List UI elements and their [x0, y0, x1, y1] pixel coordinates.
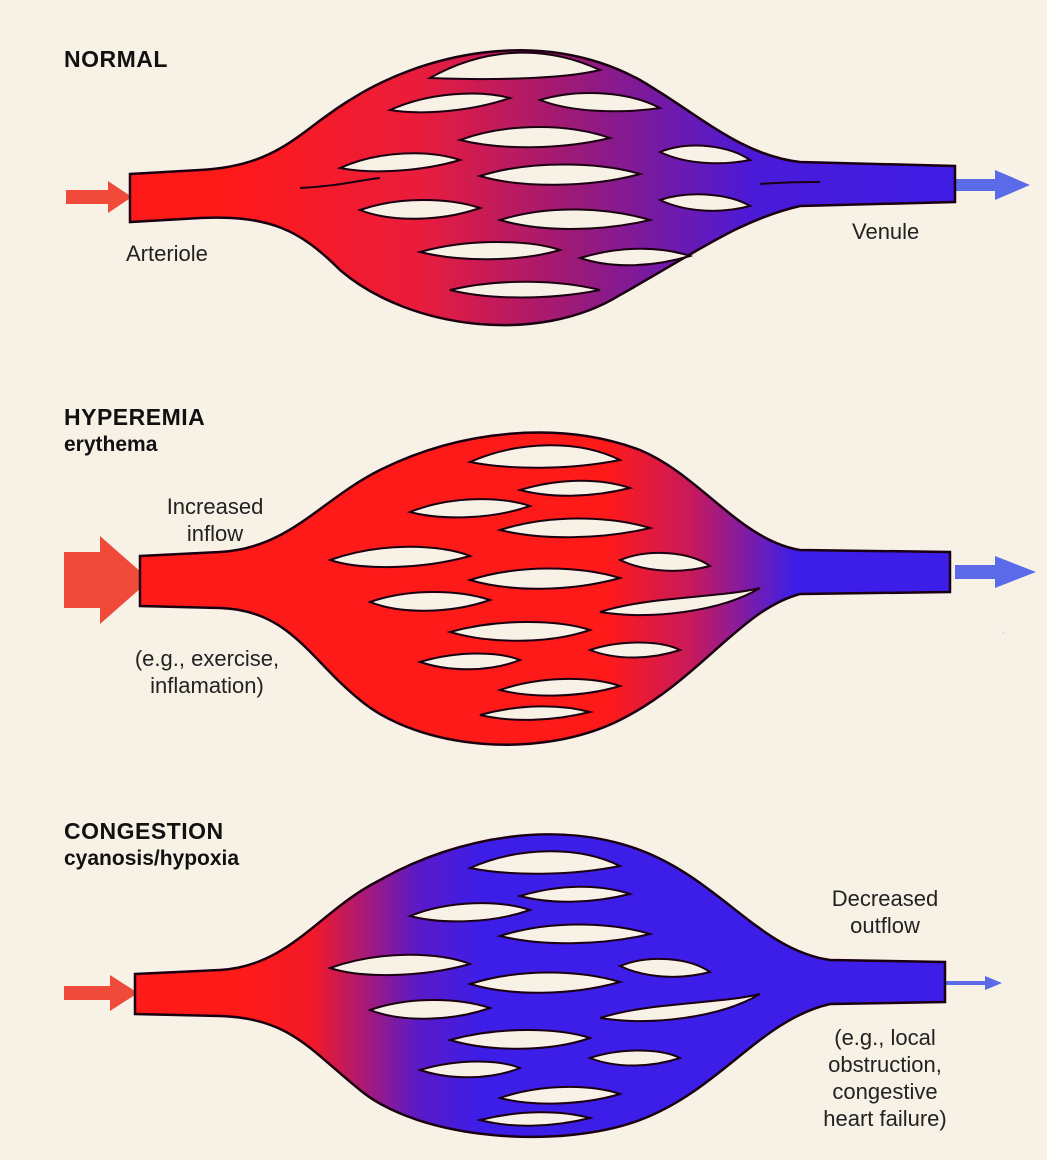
label-line: inflamation) [112, 672, 302, 699]
inflow-arrow [66, 181, 132, 213]
label-line: heart failure) [800, 1105, 970, 1132]
title: CONGESTION [64, 818, 239, 845]
increased-inflow-label: Increased inflow [130, 493, 300, 547]
subtitle: cyanosis/hypoxia [64, 847, 239, 871]
label-line: inflow [130, 520, 300, 547]
label-line: outflow [800, 912, 970, 939]
subtitle: erythema [64, 433, 205, 457]
venule-label: Venule [852, 218, 919, 245]
arteriole-label: Arteriole [126, 240, 208, 267]
panel-title-hyperemia: HYPEREMIA erythema [64, 404, 205, 457]
label-line: obstruction, [800, 1051, 970, 1078]
title: NORMAL [64, 46, 168, 73]
label-line: Increased [130, 493, 300, 520]
panel-title-congestion: CONGESTION cyanosis/hypoxia [64, 818, 239, 871]
title: HYPEREMIA [64, 404, 205, 431]
outflow-arrow [955, 556, 1036, 588]
inflow-arrow [64, 975, 138, 1011]
normal-capillary-bed [66, 50, 1030, 325]
congestion-cause-label: (e.g., local obstruction, congestive hea… [800, 1024, 970, 1132]
panel-title-normal: NORMAL [64, 46, 168, 73]
label-line: Decreased [800, 885, 970, 912]
decreased-outflow-label: Decreased outflow [800, 885, 970, 939]
label-line: (e.g., exercise, [112, 645, 302, 672]
label-line: congestive [800, 1078, 970, 1105]
outflow-arrow [955, 170, 1030, 200]
outflow-arrow [945, 976, 1002, 990]
hyperemia-cause-label: (e.g., exercise, inflamation) [112, 645, 302, 699]
inflow-arrow [64, 536, 150, 624]
label-line: (e.g., local [800, 1024, 970, 1051]
